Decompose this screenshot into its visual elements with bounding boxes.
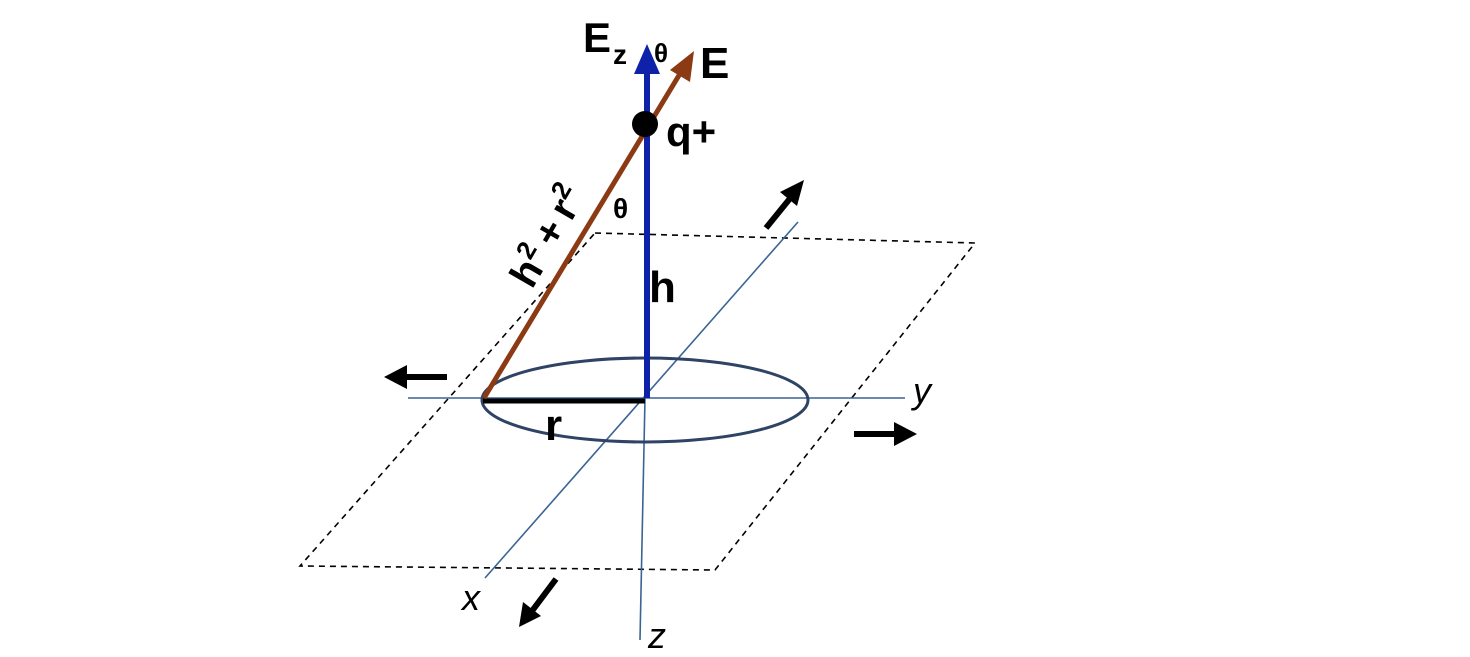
e-arrow-head-icon bbox=[670, 51, 694, 82]
y-axis-label: y bbox=[910, 370, 933, 411]
motion-arrow-upper-right-icon bbox=[763, 180, 804, 230]
x-axis-label: x bbox=[460, 577, 482, 618]
e-label: E bbox=[700, 39, 729, 88]
height-label: h bbox=[649, 263, 676, 312]
radius-label: r bbox=[545, 401, 562, 450]
ez-arrow-head-icon bbox=[634, 44, 660, 74]
z-axis-label: z bbox=[647, 615, 666, 656]
z-axis-line bbox=[639, 397, 646, 641]
point-charge bbox=[632, 111, 658, 137]
motion-arrow-left-icon bbox=[384, 365, 447, 389]
theta-top-label: θ bbox=[654, 38, 668, 68]
motion-arrow-right-icon bbox=[854, 422, 917, 446]
theta-mid-label: θ bbox=[613, 193, 628, 224]
motion-arrow-lower-left-icon bbox=[519, 577, 559, 627]
dashed-plane bbox=[298, 232, 977, 571]
ez-label: Ez bbox=[583, 14, 627, 70]
charge-label: q+ bbox=[666, 108, 716, 155]
